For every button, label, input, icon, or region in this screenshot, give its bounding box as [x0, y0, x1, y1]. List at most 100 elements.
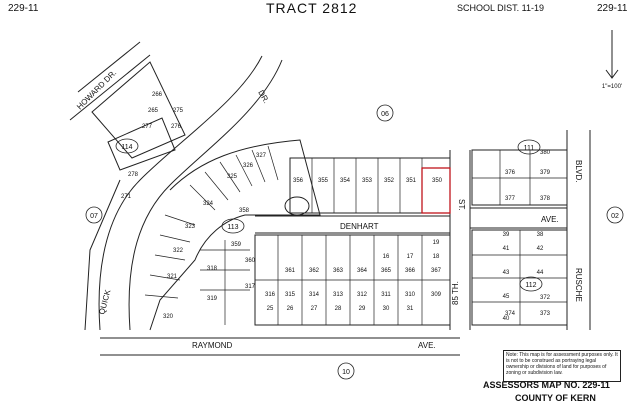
lot-number: 323 [185, 224, 196, 230]
lot-number: 312 [357, 292, 368, 298]
lot-number: 354 [340, 178, 351, 184]
block-10-label: 10 [342, 369, 350, 376]
lot-number: 317 [245, 284, 256, 290]
lot-number: 31 [407, 306, 414, 312]
lot-number: 271 [121, 194, 132, 200]
street-rusche: RUSCHE [574, 268, 583, 302]
lot-number: 325 [227, 174, 238, 180]
lot-number: 27 [311, 306, 318, 312]
lot-number: 318 [207, 266, 218, 272]
lot-number: 353 [362, 178, 373, 184]
lot-number: 314 [309, 292, 320, 298]
lot-number: 43 [503, 270, 510, 276]
lot-number: 25 [267, 306, 274, 312]
lot-number: 372 [540, 295, 551, 301]
lot-number: 322 [173, 248, 184, 254]
cul-de-sac [284, 196, 310, 216]
county-label: COUNTY OF KERN [515, 393, 596, 403]
block-113-label: 113 [227, 224, 238, 231]
lot-number: 366 [405, 268, 416, 274]
street-ave-upper: AVE. [541, 215, 559, 224]
lot-number: 355 [318, 178, 329, 184]
block-114-label: 114 [121, 144, 132, 151]
lot-number: 45 [503, 294, 510, 300]
street-dr: DR. [256, 89, 271, 105]
lot-number: 365 [381, 268, 392, 274]
lot-number: 376 [505, 170, 516, 176]
lots-curve-inner: 358 359 360 317 318 319 [207, 208, 256, 302]
lot-number: 39 [503, 232, 510, 238]
block-07-label: 07 [90, 213, 98, 220]
lot-number: 377 [505, 196, 516, 202]
street-blvd: BLVD. [574, 160, 583, 183]
north-arrow-icon [605, 30, 619, 79]
lots-bottom-row: 316 315 314 313 312 311 310 309 25 26 27… [265, 292, 442, 312]
howard-road-edge-1 [77, 41, 141, 93]
curve-road-inner [128, 59, 283, 331]
street-denhart: DENHART [340, 222, 379, 231]
lot-number: 326 [243, 163, 254, 169]
school-district: SCHOOL DIST. 11-19 [457, 3, 545, 13]
lot-number: 380 [540, 150, 551, 156]
lot-number: 373 [540, 311, 551, 317]
block-111-label: 111 [524, 145, 535, 152]
lot-number: 278 [128, 172, 139, 178]
top-row-block [289, 157, 451, 214]
map-code-right: 229-11 [597, 3, 628, 14]
lot-number: 41 [503, 246, 510, 252]
lot-number: 324 [203, 201, 214, 207]
lot-number: 367 [431, 268, 442, 274]
curve-road-outer [98, 55, 263, 331]
lot-number: 315 [285, 292, 296, 298]
lot-number: 321 [167, 274, 178, 280]
street-howard: HOWARD DR. [75, 68, 118, 111]
lot-number: 19 [433, 240, 440, 246]
tract-title: TRACT 2812 [266, 0, 358, 16]
lot-number: 374 [505, 311, 516, 317]
block-112-label: 112 [525, 282, 536, 289]
lot-number: 40 [503, 316, 510, 322]
lot-number: 26 [287, 306, 294, 312]
assessors-map-no: ASSESSORS MAP NO. 229-11 [483, 380, 610, 390]
lot-number: 38 [537, 232, 544, 238]
lots-mid-row: 361 362 363 364 365 366 367 16 17 18 19 [285, 240, 442, 274]
lot-number: 265 [148, 108, 159, 114]
lot-number: 277 [142, 124, 153, 130]
lots-east-block: 376 377 378 379 380 374 373 372 41 42 43… [503, 150, 551, 322]
lot-number: 17 [407, 254, 414, 260]
lot-number: 356 [293, 178, 304, 184]
quick-road [84, 179, 121, 331]
lots-top-row: 356 355 354 353 352 351 350 [293, 178, 443, 184]
lot-number: 362 [309, 268, 320, 274]
lot-number: 327 [256, 153, 267, 159]
lot-number: 319 [207, 296, 218, 302]
lot-number: 358 [239, 208, 250, 214]
assessment-note: Note: This map is for assessment purpose… [503, 350, 621, 382]
lot-number: 364 [357, 268, 368, 274]
street-raymond: RAYMOND [192, 341, 233, 350]
lot-number: 352 [384, 178, 395, 184]
lot-number: 311 [381, 292, 391, 298]
lot-number: 276 [171, 124, 182, 130]
lot-number: 28 [335, 306, 342, 312]
lot-number: 275 [173, 108, 184, 114]
map-code-left: 229-11 [8, 3, 39, 14]
highlighted-parcel [421, 167, 451, 214]
east-block-south [471, 229, 568, 326]
lot-number: 29 [359, 306, 366, 312]
lot-number: 379 [540, 170, 551, 176]
lot-number: 378 [540, 196, 551, 202]
lot-number: 42 [537, 246, 544, 252]
howard-road-edge-2 [69, 54, 151, 121]
lot-number: 316 [265, 292, 276, 298]
lot-number: 361 [285, 268, 296, 274]
lot-number: 16 [383, 254, 390, 260]
lot-number: 18 [433, 254, 440, 260]
lot-number: 351 [406, 178, 417, 184]
east-block-north [471, 149, 568, 206]
street-ave-lower: AVE. [418, 341, 436, 350]
lots-curve-west: 327 326 325 324 323 322 321 320 [163, 153, 267, 320]
lot-number: 310 [405, 292, 416, 298]
lot-number: 309 [431, 292, 442, 298]
